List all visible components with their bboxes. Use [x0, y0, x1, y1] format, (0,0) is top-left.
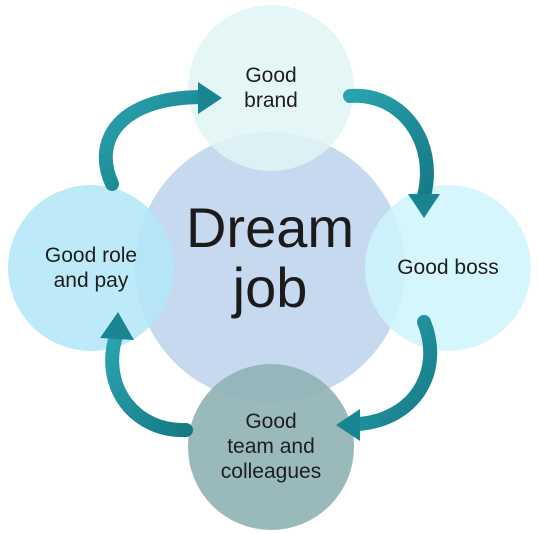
node-label-brand: Good brand [244, 64, 298, 112]
node-circle-role [8, 185, 174, 351]
node-label-team: Good team and colleagues [220, 410, 322, 483]
center-label: Dream job [185, 196, 355, 320]
node-circle-brand [188, 5, 354, 171]
node-circle-boss [365, 185, 531, 351]
center-circle [135, 132, 405, 402]
node-label-role: Good role and pay [44, 244, 138, 292]
curved-arrow-icon [98, 82, 222, 191]
curved-arrow-icon [343, 88, 440, 218]
node-circle-team [188, 364, 354, 530]
curved-arrow-icon [336, 315, 438, 441]
curved-arrow-icon [100, 312, 193, 438]
node-label-boss: Good boss [397, 256, 499, 279]
